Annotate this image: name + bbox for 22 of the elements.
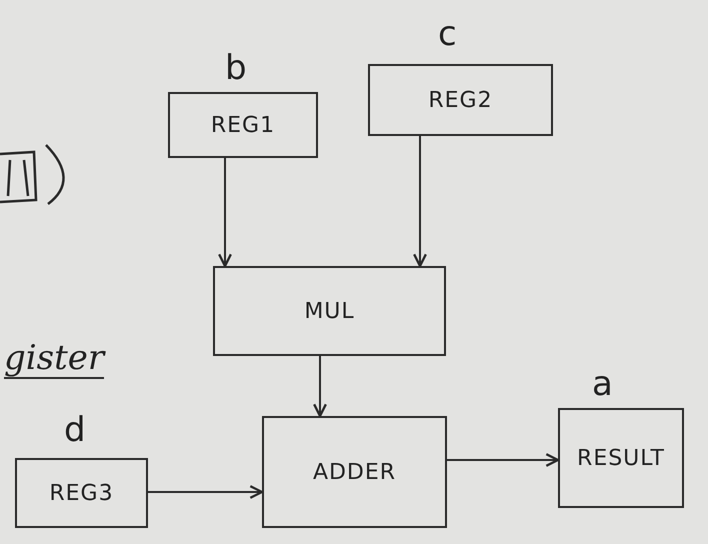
variable-label: b [225,48,247,88]
register-box [558,408,684,508]
box-label: ADDER [312,460,396,484]
register-box [168,92,318,158]
variable-label: d [64,410,86,450]
box-label: RESULT [577,446,665,470]
register-box [368,64,553,136]
box-label: REG2 [428,88,493,112]
arrow [218,158,232,268]
register-box [15,458,148,528]
arrow [313,356,327,418]
register-box [262,416,447,528]
box-label: REG3 [49,480,114,506]
arrow [447,453,560,467]
arrow [148,485,264,499]
variable-label: c [438,14,457,54]
note-text: gister [4,340,104,380]
register-box [213,266,446,356]
arrow [413,136,427,268]
variable-label: a [592,364,613,404]
box-label: REG1 [210,112,276,138]
box-label: MUL [304,298,355,324]
